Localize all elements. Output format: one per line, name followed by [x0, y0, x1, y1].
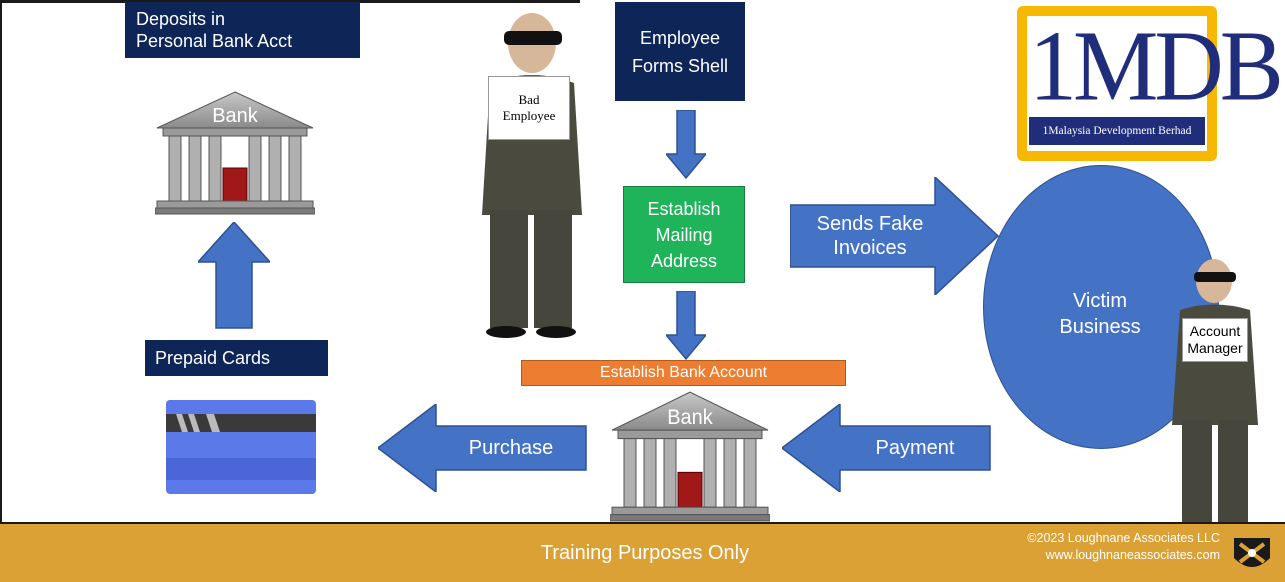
- bank-icon-top: Bank: [155, 91, 315, 215]
- down-arrow-2: [666, 291, 706, 361]
- credit-card-icon: [166, 400, 316, 494]
- sends-fake-invoices-label: Sends Fake Invoices: [816, 213, 924, 259]
- victim-business-label: Victim Business: [1059, 290, 1141, 338]
- prepaid-cards-box: Prepaid Cards: [145, 340, 328, 376]
- deposits-box: Deposits in Personal Bank Acct: [125, 2, 360, 58]
- account-manager-figure: [1172, 259, 1258, 532]
- footer-center-text: Training Purposes Only: [540, 541, 750, 564]
- payment-arrow: [782, 404, 991, 492]
- left-border-line: [0, 0, 2, 522]
- logo-text: 1MDB: [1029, 9, 1284, 122]
- bank-label-bottom: Bank: [667, 405, 713, 429]
- sends-fake-invoices-arrow: [790, 177, 1000, 295]
- establish-bank-account-box: Establish Bank Account: [521, 360, 846, 386]
- payment-label: Payment: [875, 436, 955, 459]
- up-arrow: [198, 222, 270, 329]
- footer-url: www.loughnaneassociates.com: [1045, 548, 1220, 562]
- top-border-line: [0, 0, 580, 3]
- down-arrow-1: [666, 110, 706, 180]
- purchase-label: Purchase: [468, 436, 554, 459]
- footer-bar: Training Purposes Only ©2023 Loughnane A…: [0, 522, 1285, 582]
- 1mdb-logo: 1MDB 1Malaysia Development Berhad: [1017, 6, 1284, 161]
- bad-employee-sign: Bad Employee: [488, 76, 570, 140]
- bank-icon-bottom: Bank: [610, 391, 770, 522]
- footer-copyright: ©2023 Loughnane Associates LLC: [1027, 531, 1220, 545]
- crest-icon: [1234, 538, 1270, 567]
- purchase-arrow: [378, 404, 587, 492]
- account-manager-sign: Account Manager: [1182, 318, 1248, 362]
- establish-mailing-address-box: Establish Mailing Address: [623, 186, 745, 283]
- employee-forms-shell-box: Employee Forms Shell: [615, 2, 745, 101]
- bad-employee-figure: [482, 13, 582, 338]
- bank-label-top: Bank: [212, 105, 259, 127]
- logo-subtitle: 1Malaysia Development Berhad: [1029, 117, 1205, 145]
